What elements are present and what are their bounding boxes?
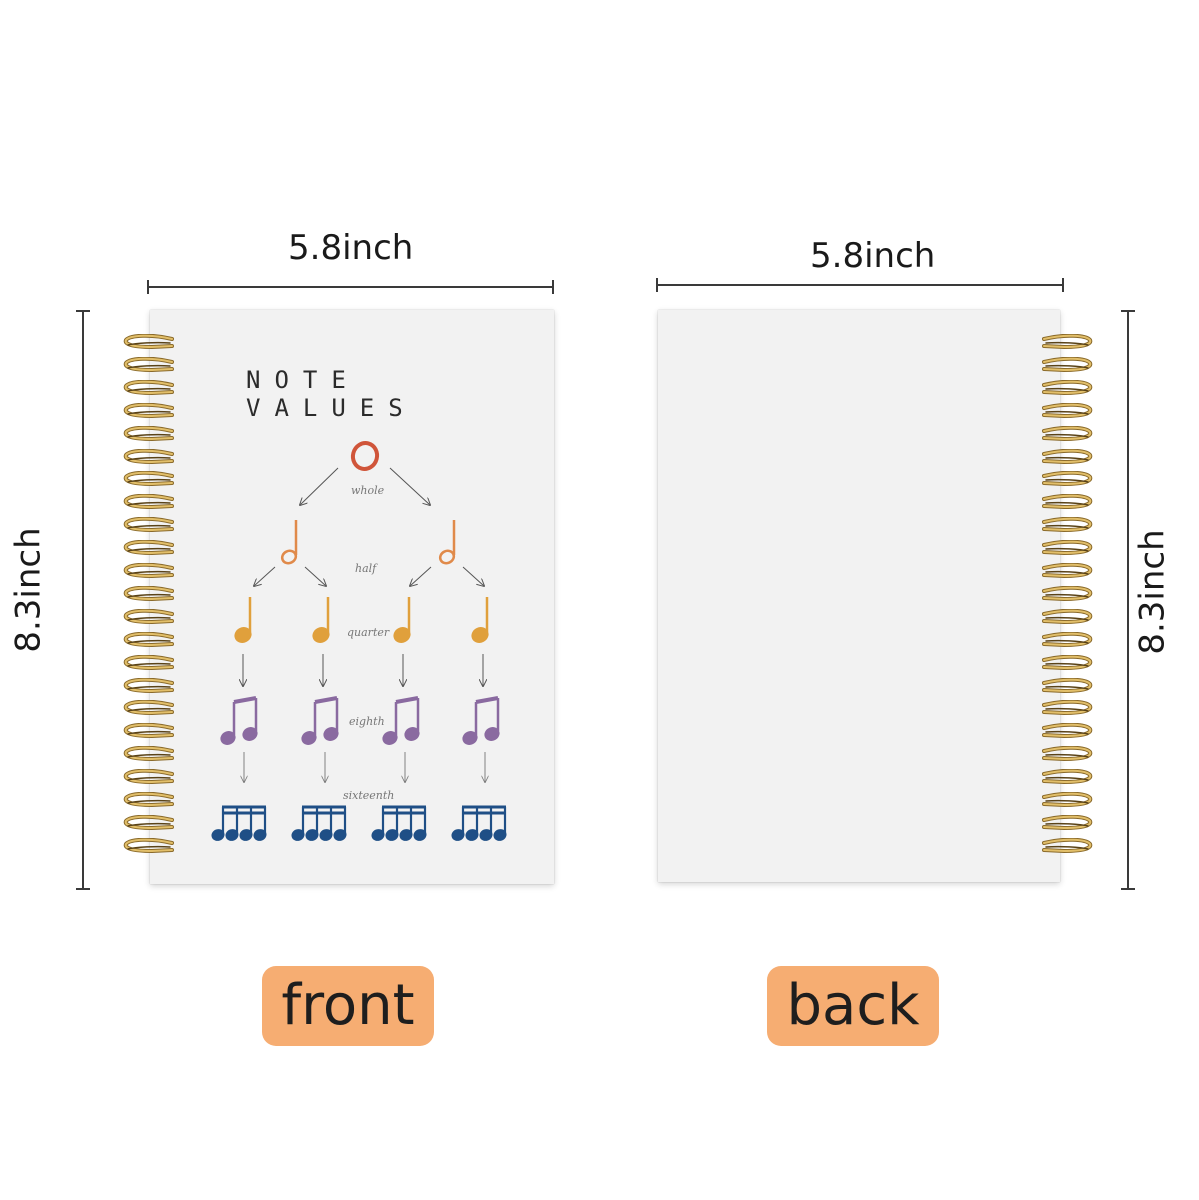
- spiral-coil: [123, 631, 174, 647]
- back-height-line: [1121, 310, 1135, 890]
- spiral-coil: [1042, 837, 1093, 853]
- spiral-coil: [1042, 746, 1093, 762]
- front-width-label: 5.8inch: [288, 228, 414, 268]
- spiral-coil: [123, 425, 174, 441]
- spiral-coil: [1042, 769, 1093, 785]
- spiral-coil: [123, 471, 174, 487]
- back-caption: back: [786, 973, 920, 1038]
- spiral-coil: [1042, 563, 1093, 579]
- sixteenth-notes-2: [291, 805, 347, 841]
- spiral-coil: [123, 792, 174, 808]
- spiral-coil: [123, 769, 174, 785]
- front-height-label: 8.3inch: [9, 527, 49, 652]
- whole-arrow-left: [300, 467, 339, 505]
- label-half: half: [355, 562, 377, 575]
- spiral-coil: [1042, 814, 1093, 830]
- quarter-note-2: [312, 597, 330, 643]
- quarter-note-3: [393, 597, 411, 643]
- spiral-coil: [1042, 356, 1093, 372]
- spiral-coil: [1042, 700, 1093, 716]
- back-spiral-binding: [1040, 334, 1094, 860]
- spiral-coil: [1042, 723, 1093, 739]
- front-spiral-binding: [122, 334, 176, 860]
- spiral-coil: [123, 585, 174, 601]
- spiral-coil: [123, 334, 174, 350]
- spiral-coil: [123, 402, 174, 418]
- spiral-coil: [1042, 448, 1093, 464]
- spiral-coil: [1042, 608, 1093, 624]
- quarter-note-4: [471, 597, 489, 643]
- front-width-line: [147, 280, 554, 294]
- eighth-notes-3: [382, 696, 420, 745]
- quarter-note-1: [234, 597, 252, 643]
- spiral-coil: [123, 379, 174, 395]
- label-whole: whole: [351, 484, 385, 497]
- spiral-coil: [1042, 334, 1093, 350]
- back-width-label: 5.8inch: [810, 236, 936, 276]
- back-height-label: 8.3inch: [1133, 529, 1173, 654]
- front-caption: front: [281, 973, 415, 1038]
- spiral-coil: [123, 356, 174, 372]
- spiral-coil: [123, 837, 174, 853]
- note-values-tree: [211, 441, 507, 841]
- label-quarter: quarter: [347, 626, 390, 639]
- whole-note: [350, 441, 380, 471]
- spiral-coil: [1042, 379, 1093, 395]
- spiral-coil: [1042, 494, 1093, 510]
- spiral-coil: [123, 494, 174, 510]
- front-cover: NOTE VALUES: [150, 310, 554, 884]
- half-note-left: [280, 520, 298, 565]
- spiral-coil: [123, 814, 174, 830]
- spiral-coil: [123, 654, 174, 670]
- spiral-coil: [123, 563, 174, 579]
- spiral-coil: [1042, 585, 1093, 601]
- eighth-notes-4: [462, 696, 500, 745]
- label-sixteenth: sixteenth: [343, 789, 395, 802]
- spiral-coil: [1042, 677, 1093, 693]
- half-arrow-3: [410, 566, 432, 586]
- back-cover: [658, 310, 1060, 882]
- spiral-coil: [123, 723, 174, 739]
- spiral-coil: [123, 746, 174, 762]
- eighth-notes-2: [301, 696, 339, 745]
- sixteenth-notes-1: [211, 805, 267, 841]
- half-arrow-4: [462, 566, 484, 586]
- back-width-line: [656, 278, 1064, 292]
- back-caption-badge: back: [767, 966, 939, 1046]
- spiral-coil: [123, 677, 174, 693]
- front-height-text: 8.3inch: [8, 527, 49, 653]
- spiral-coil: [123, 700, 174, 716]
- spiral-coil: [1042, 425, 1093, 441]
- sixteenth-notes-4: [451, 805, 507, 841]
- half-note-right: [438, 520, 456, 565]
- spiral-coil: [123, 540, 174, 556]
- spiral-coil: [123, 608, 174, 624]
- label-eighth: eighth: [349, 715, 385, 728]
- eighth-notes-1: [220, 696, 258, 745]
- spiral-coil: [1042, 540, 1093, 556]
- spiral-coil: [1042, 631, 1093, 647]
- sixteenth-notes-3: [371, 805, 427, 841]
- spiral-coil: [123, 448, 174, 464]
- back-height-text: 8.3inch: [1132, 529, 1173, 655]
- spiral-coil: [1042, 402, 1093, 418]
- spiral-coil: [123, 517, 174, 533]
- spiral-coil: [1042, 654, 1093, 670]
- front-height-line: [76, 310, 90, 890]
- spiral-coil: [1042, 517, 1093, 533]
- whole-arrow-right: [389, 467, 430, 505]
- spiral-coil: [1042, 471, 1093, 487]
- half-arrow-2: [304, 566, 326, 586]
- spiral-coil: [1042, 792, 1093, 808]
- half-arrow-1: [254, 566, 276, 586]
- front-caption-badge: front: [262, 966, 434, 1046]
- cover-title: NOTE VALUES: [246, 366, 417, 422]
